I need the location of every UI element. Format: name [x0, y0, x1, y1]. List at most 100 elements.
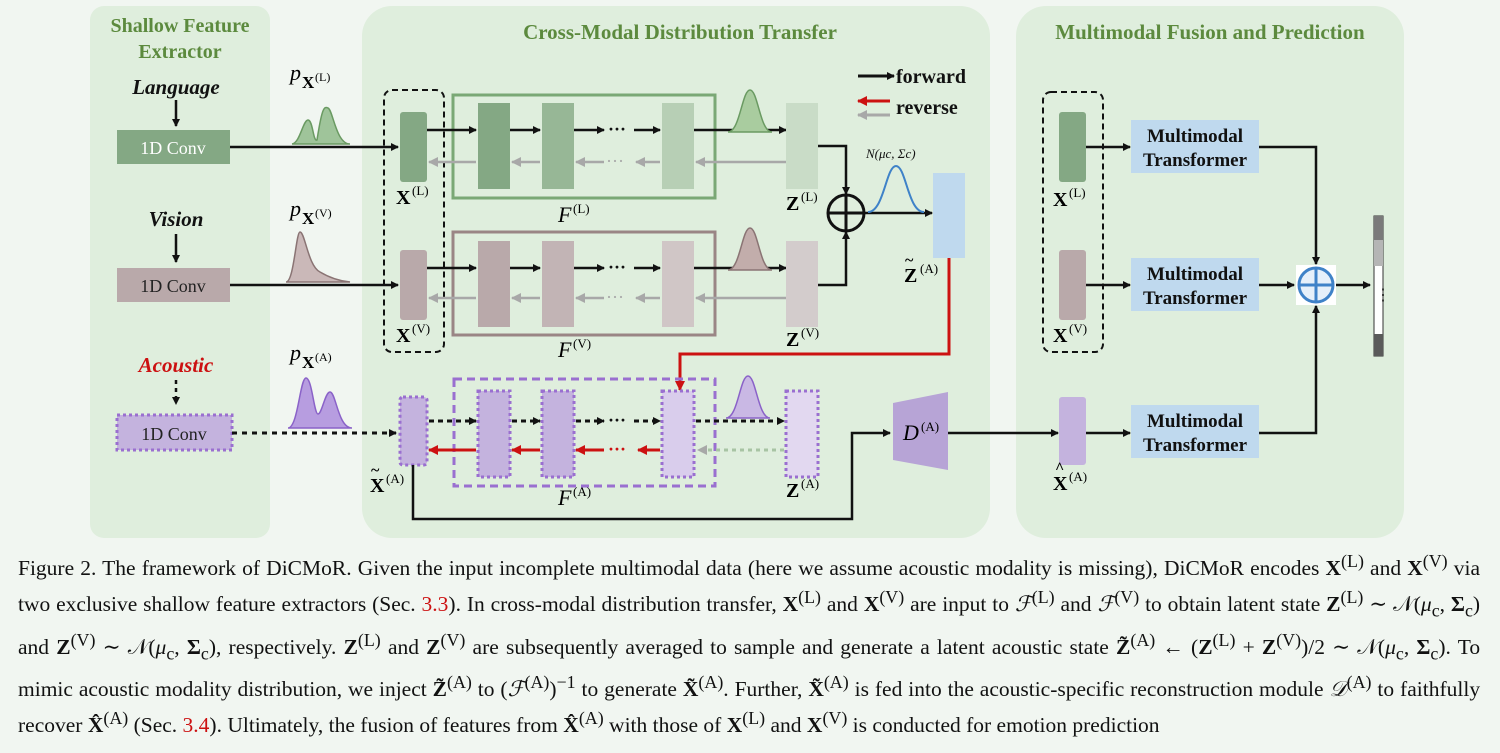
caption-x-l-sup: (L) [1341, 551, 1364, 571]
language-distribution-curve [291, 106, 351, 145]
svg-text:p: p [288, 196, 301, 221]
svg-text:^: ^ [1055, 460, 1064, 477]
svg-text:p: p [288, 60, 301, 85]
svg-text:X: X [302, 73, 315, 92]
output-vector-dots: ⋮ [1375, 287, 1391, 304]
caption-and-2: and [826, 592, 858, 617]
mt-vision-box [1131, 258, 1259, 311]
svg-text:(A): (A) [801, 476, 819, 491]
flow-language-step3 [662, 103, 694, 189]
svg-text:X: X [396, 325, 411, 347]
caption-sentence-2: via two exclusive shallow feature extrac… [18, 556, 1481, 617]
caption-and-4: and [18, 634, 50, 659]
legend-forward-label: forward [896, 66, 966, 88]
caption-sentence-14: with those of [609, 713, 722, 738]
caption-x-l-2: X [782, 592, 799, 617]
f-vision-label: F (V) [557, 336, 591, 362]
acoustic-distribution-curve [287, 377, 353, 429]
svg-text:~: ~ [371, 462, 380, 479]
x-vision-block [400, 250, 427, 320]
fusion-input-group [1042, 91, 1104, 353]
mt-acoustic-line2: Transformer [1143, 435, 1248, 456]
mt-acoustic-to-fusion [1259, 305, 1320, 435]
normal-distribution-label: N(μc, Σc) [865, 146, 916, 161]
latent-language-distribution [727, 89, 773, 133]
caption-x-v-sup: (V) [1422, 551, 1448, 571]
svg-text:X: X [302, 353, 315, 372]
svg-text:X: X [370, 475, 385, 497]
caption-sentence-12: (Sec. [133, 713, 178, 738]
x-vision-label: X (V) [396, 321, 430, 347]
caption-and-6: and [770, 713, 802, 738]
caption-sentence-4: to obtain latent state [1145, 592, 1321, 617]
flow-vision-step1 [478, 241, 510, 327]
svg-text:(A): (A) [1069, 469, 1087, 484]
fusion-x-hat-acoustic-label: X ^ (A) [1053, 460, 1087, 495]
mt-vision-line2: Transformer [1143, 288, 1248, 309]
z-vision-to-sum [818, 231, 850, 287]
svg-text:F: F [557, 485, 572, 510]
svg-text:X: X [1053, 189, 1068, 211]
caption-sentence-8: to generate [581, 677, 677, 702]
language-label: Language [131, 75, 220, 99]
svg-text:(L): (L) [315, 70, 330, 84]
flow-acoustic-step1 [476, 389, 512, 479]
fusion-add-node [1297, 266, 1335, 304]
caption-sentence-15: is conducted for emotion prediction [852, 713, 1160, 738]
cmdt-title: Cross-Modal Distribution Transfer [523, 20, 837, 44]
z-language-to-sum [818, 144, 850, 195]
z-language-block [786, 103, 818, 189]
z-acoustic-block [784, 389, 820, 479]
caption-are-input: are input to [910, 592, 1009, 617]
svg-text:(V): (V) [412, 321, 430, 336]
mt-acoustic-box [1131, 405, 1259, 458]
conv-acoustic-label: 1D Conv [141, 424, 207, 444]
fusion-x-vision-block [1059, 250, 1086, 320]
shallow-title-line2: Extractor [138, 41, 221, 63]
latent-vision-distribution [727, 227, 773, 271]
inject-latent-arrow [675, 258, 951, 391]
caption-figure-number: Figure 2. [18, 556, 97, 581]
vision-distribution-curve [285, 231, 351, 283]
svg-text:(A): (A) [920, 261, 938, 276]
shallow-title-line1: Shallow Feature [110, 15, 249, 37]
svg-text:X: X [302, 209, 315, 228]
z-language-label: Z (L) [786, 189, 818, 215]
caption-ref-3-3[interactable]: 3.3 [421, 592, 449, 617]
caption-sentence-6: are subsequently averaged to sample and … [472, 634, 1109, 659]
caption-x-l-2-sup: (L) [798, 587, 822, 608]
caption-sentence-1: The framework of DiCMoR. Given the input… [102, 556, 1320, 581]
sum-node [826, 193, 866, 233]
caption-sentence-11: to faithfully recover [18, 677, 1481, 738]
fusion-x-hat-acoustic-block [1059, 397, 1086, 465]
flow-language-fwd-dots: ··· [608, 119, 626, 139]
flow-vision-step2 [542, 241, 574, 327]
flow-vision-rev-dots: ··· [606, 287, 624, 307]
flow-vision-fwd-dots: ··· [608, 257, 626, 277]
z-acoustic-label: Z (A) [786, 476, 819, 502]
mt-vision-line1: Multimodal [1147, 264, 1243, 285]
svg-text:(V): (V) [573, 336, 591, 351]
x-tilde-acoustic-label: X ~ (A) [370, 462, 404, 497]
output-vector [1373, 215, 1384, 357]
svg-text:X: X [1053, 473, 1068, 495]
latent-acoustic-distribution [725, 375, 771, 419]
z-tilde-acoustic-label: Z ~ (A) [904, 252, 938, 287]
vision-label: Vision [149, 207, 204, 231]
caption-to: to [477, 677, 495, 702]
svg-text:(L): (L) [573, 201, 590, 216]
caption-sentence-7: . To mimic acoustic modality distributio… [18, 634, 1481, 702]
svg-text:Z: Z [786, 193, 799, 215]
flow-language-frame [451, 93, 717, 200]
caption-ref-3-4[interactable]: 3.4 [182, 713, 210, 738]
flow-acoustic-rev-dots: ··· [608, 439, 626, 459]
svg-text:(A): (A) [921, 419, 939, 434]
mt-language-box [1131, 120, 1259, 173]
conv-language [117, 130, 230, 164]
fusion-title: Multimodal Fusion and Prediction [1055, 20, 1365, 44]
caption-x-v-2: X [863, 592, 880, 617]
caption-and-1: and [1370, 556, 1402, 581]
decoder-module [893, 392, 948, 470]
svg-text:F: F [557, 337, 572, 362]
x-language-block [400, 112, 427, 182]
